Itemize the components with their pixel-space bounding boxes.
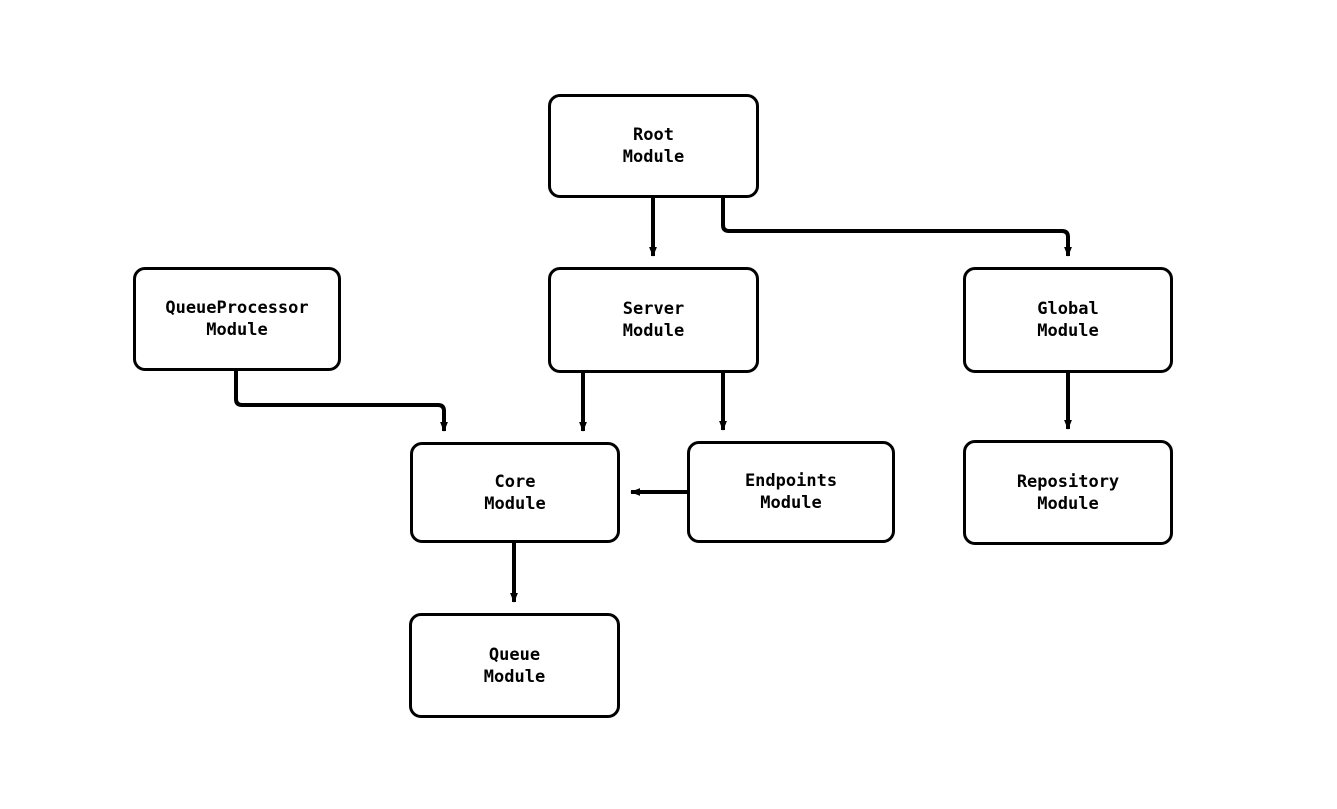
node-queue-module-line1: Queue <box>488 644 541 665</box>
node-global-module-line1: Global <box>1037 299 1099 319</box>
node-endpoints-module[interactable]: Endpoints Module <box>687 441 895 543</box>
node-repository-module-line1: Repository <box>1016 471 1120 492</box>
node-endpoints-module-line2: Module <box>760 493 822 513</box>
node-core-module-line2: Module <box>484 493 546 514</box>
node-queueprocessor-module-line2: Module <box>206 320 268 340</box>
node-repository-module-line2: Module <box>1037 493 1099 514</box>
node-server-module-line2: Module <box>622 321 685 341</box>
node-global-module[interactable]: Global Module <box>963 267 1173 373</box>
node-queueprocessor-module[interactable]: QueueProcessor Module <box>133 267 341 371</box>
node-queueprocessor-module-line1: QueueProcessor <box>165 298 309 318</box>
node-core-module[interactable]: Core Module <box>410 442 620 543</box>
node-repository-module[interactable]: Repository Module <box>963 440 1173 545</box>
node-global-module-line2: Module <box>1037 321 1099 341</box>
edge-queueprocessor-to-core <box>234 371 448 432</box>
node-server-module[interactable]: Server Module <box>548 267 759 373</box>
node-root-module-line2: Module <box>622 147 685 167</box>
node-core-module-line1: Core <box>494 471 536 492</box>
node-server-module-line1: Server <box>622 299 685 319</box>
node-root-module-line1: Root <box>633 125 674 145</box>
node-root-module[interactable]: Root Module <box>548 94 759 198</box>
node-queue-module[interactable]: Queue Module <box>409 613 620 718</box>
node-queue-module-line2: Module <box>483 666 546 687</box>
edge-root-to-global <box>721 198 1072 257</box>
node-endpoints-module-line1: Endpoints <box>744 471 838 491</box>
